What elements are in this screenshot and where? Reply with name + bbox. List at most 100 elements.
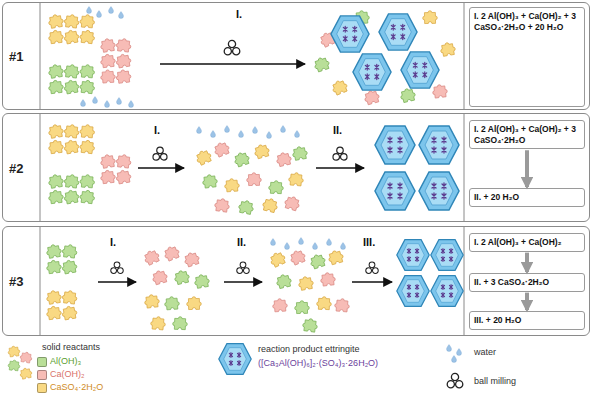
puzzle-piece <box>115 69 131 83</box>
legend-text: ball milling <box>474 376 516 386</box>
water-drop <box>105 101 110 108</box>
puzzle-piece <box>48 29 64 43</box>
puzzle-piece <box>183 251 201 268</box>
puzzle-piece <box>80 174 95 188</box>
puzzle-piece <box>269 180 284 193</box>
puzzle-piece <box>80 124 95 138</box>
water-drop <box>253 127 258 134</box>
puzzle-piece <box>288 172 304 186</box>
ball-milling-icon <box>237 262 249 274</box>
water-drop <box>457 349 462 356</box>
water-drop <box>341 243 346 250</box>
puzzle-piece <box>275 151 292 167</box>
puzzle-piece <box>63 29 80 44</box>
water-drop <box>109 7 114 14</box>
water-drop <box>81 100 86 107</box>
water-drop <box>197 127 202 134</box>
legend-text: water <box>474 347 496 357</box>
legend-swatch <box>37 370 47 380</box>
water-drop <box>295 131 300 138</box>
puzzle-piece <box>48 79 64 93</box>
puzzle-piece <box>8 360 21 371</box>
step-arrow <box>525 150 529 187</box>
row-panel: #3I. 2 Al(OH)₃ + Ca(OH)₂II. + 3 CaSO₄·2H… <box>2 226 590 336</box>
puzzle-piece <box>202 174 218 188</box>
ettringite-crystal <box>379 14 417 50</box>
ettringite-crystal <box>419 172 459 210</box>
step-text: III. + 20 H₂O <box>474 315 580 326</box>
legend-swatch <box>37 383 47 393</box>
puzzle-piece <box>100 69 115 83</box>
puzzle-piece <box>150 316 166 330</box>
row-number: #1 <box>9 49 23 64</box>
step-numeral: II. <box>333 124 342 136</box>
puzzle-piece <box>63 79 80 94</box>
puzzle-piece <box>151 269 168 285</box>
water-drop <box>119 12 124 19</box>
puzzle-piece <box>19 367 32 379</box>
puzzle-piece <box>313 56 331 73</box>
puzzle-piece <box>440 42 457 57</box>
water-drop <box>225 126 230 133</box>
puzzle-piece <box>100 53 116 67</box>
puzzle-piece <box>164 296 179 310</box>
puzzle-piece <box>80 64 95 78</box>
puzzle-piece <box>272 298 287 312</box>
water-drop <box>452 356 457 363</box>
ball-milling-icon <box>224 40 240 54</box>
ball-milling-icon <box>333 147 347 160</box>
puzzle-piece <box>64 124 80 138</box>
puzzle-piece <box>292 146 309 161</box>
puzzle-piece <box>46 305 62 319</box>
step-numeral: I. <box>154 124 160 136</box>
puzzle-piece <box>224 178 239 192</box>
water-drop <box>327 239 332 246</box>
water-drop <box>299 238 304 245</box>
step-text: I. 2 Al(OH)₃ + Ca(OH)₂ + 3 CaSO₄·2H₂O + … <box>474 11 580 32</box>
legend-text: solid reactants <box>42 342 100 352</box>
puzzle-piece <box>173 269 190 285</box>
step-text: I. 2 Al(OH)₃ + Ca(OH)₂ + 3 CaSO₄·2H₂O <box>474 124 580 145</box>
puzzle-piece <box>48 139 64 153</box>
puzzle-piece <box>80 14 95 28</box>
ettringite-crystal <box>219 344 251 375</box>
step-text: II. + 3 CaSO₄·2H₂O <box>474 277 580 288</box>
step-numeral: I. <box>236 8 242 20</box>
puzzle-piece <box>298 276 315 291</box>
puzzle-piece <box>253 143 270 159</box>
puzzle-piece <box>423 11 438 24</box>
puzzle-piece <box>144 294 160 308</box>
puzzle-piece <box>61 259 78 274</box>
puzzle-piece <box>432 84 448 98</box>
legend-text: Ca(OH)₂ <box>50 369 85 379</box>
puzzle-piece <box>320 272 336 286</box>
puzzle-piece <box>363 89 380 105</box>
puzzle-piece <box>61 305 78 320</box>
legend-text: ([Ca₃Al(OH)₆]₂·(SO₄)₃·26H₂O) <box>258 358 378 368</box>
puzzle-piece <box>302 318 318 333</box>
step-box: I. 2 Al(OH)₃ + Ca(OH)₂ + 3 CaSO₄·2H₂O + … <box>469 7 585 107</box>
step-numeral: III. <box>363 236 375 248</box>
water-drop <box>281 126 286 133</box>
step-text: I. 2 Al(OH)₃ + Ca(OH)₂ <box>474 237 580 248</box>
puzzle-piece <box>63 189 80 204</box>
puzzle-piece <box>100 154 117 169</box>
step-box: III. + 20 H₂O <box>469 311 585 330</box>
puzzle-piece <box>48 124 65 139</box>
ettringite-crystal <box>401 52 439 88</box>
puzzle-piece <box>327 249 344 265</box>
legend-text: CaSO₄·2H₂O <box>50 382 103 392</box>
ettringite-crystal <box>431 240 463 271</box>
puzzle-piece <box>46 259 62 273</box>
legend-swatch <box>37 357 47 367</box>
puzzle-piece <box>163 245 181 262</box>
puzzle-piece <box>100 38 117 53</box>
ettringite-crystal <box>375 172 415 210</box>
water-drop <box>87 7 92 14</box>
water-drop <box>97 11 102 18</box>
ettringite-crystal <box>397 240 429 271</box>
puzzle-piece <box>309 253 327 270</box>
ettringite-crystal <box>375 126 415 164</box>
step-text: II. + 20 H₂O <box>474 192 580 203</box>
puzzle-piece <box>63 139 80 154</box>
